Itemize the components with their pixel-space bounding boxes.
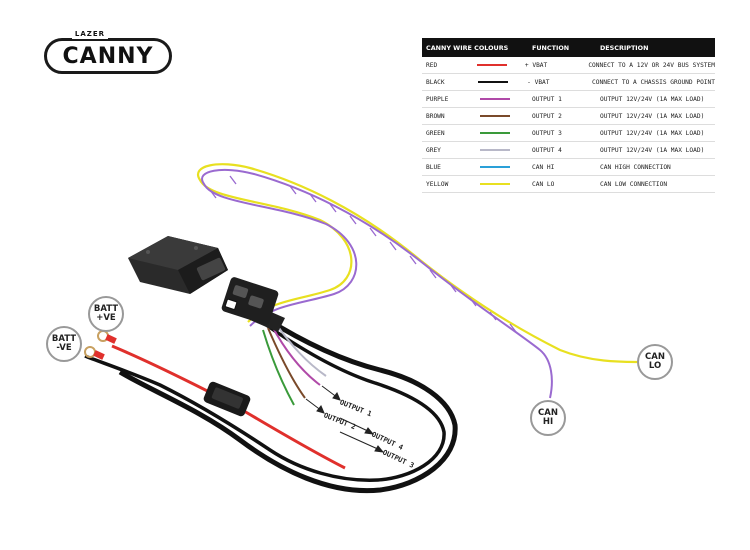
- colour-swatch: [477, 81, 508, 83]
- ring-terminal-positive: [97, 330, 117, 344]
- row-function: OUTPUT 4: [532, 146, 562, 154]
- table-row: GREY OUTPUT 4 OUTPUT 12V/24V (1A MAX LOAD): [422, 142, 715, 159]
- colour-swatch: [480, 149, 510, 151]
- callout-can-hi: CAN HI: [530, 400, 566, 436]
- callout-can-lo-line1: CAN: [645, 352, 665, 362]
- row-function: CAN LO: [532, 180, 555, 188]
- row-colour: BLUE: [426, 163, 441, 171]
- colour-swatch: [476, 64, 507, 66]
- table-row: RED + VBAT CONNECT TO A 12V OR 24V BUS SYS…: [422, 57, 715, 74]
- row-function: OUTPUT 2: [532, 112, 562, 120]
- can-hi-purple-wire: [201, 168, 553, 399]
- callout-batt-positive-line1: BATT: [93, 304, 119, 314]
- harness-connector: [221, 277, 279, 325]
- header-description: DESCRIPTION: [600, 43, 649, 52]
- table-row: BROWN OUTPUT 2 OUTPUT 12V/24V (1A MAX LOAD…: [422, 108, 715, 125]
- row-colour: BROWN: [426, 112, 445, 120]
- colour-swatch: [480, 98, 510, 100]
- table-row: BLUE CAN HI CAN HIGH CONNECTION: [422, 159, 715, 176]
- callout-batt-negative: BATT -VE: [46, 326, 82, 362]
- output3-green-wire: [262, 329, 295, 406]
- callout-batt-positive: BATT +VE: [88, 296, 124, 332]
- ring-terminal-negative: [84, 346, 105, 360]
- callout-can-lo: CAN LO: [637, 344, 673, 380]
- row-function: - VBAT: [527, 78, 550, 86]
- fuse-holder: [203, 381, 251, 417]
- colour-swatch: [480, 166, 510, 168]
- row-swatch-cell: [477, 183, 532, 185]
- black-main-cable: [118, 315, 458, 494]
- row-swatch-cell: [477, 115, 532, 117]
- row-colour: GREY: [426, 146, 441, 154]
- callout-batt-negative-line2: -VE: [56, 343, 72, 353]
- row-colour: YELLOW: [426, 180, 449, 188]
- table-header-row: CANNY WIRE COLOURS FUNCTION DESCRIPTION: [422, 38, 715, 57]
- output2-brown-wire: [267, 327, 306, 399]
- table-row: GREEN OUTPUT 3 OUTPUT 12V/24V (1A MAX LOAD…: [422, 125, 715, 142]
- row-colour: RED: [426, 61, 438, 69]
- wire-colour-table: CANNY WIRE COLOURS FUNCTION DESCRIPTION …: [422, 38, 715, 193]
- row-description: OUTPUT 12V/24V (1A MAX LOAD): [600, 112, 705, 120]
- row-description: CAN LOW CONNECTION: [600, 180, 668, 188]
- row-description: CAN HIGH CONNECTION: [600, 163, 671, 171]
- row-swatch-cell: [477, 166, 532, 168]
- table-row: PURPLE OUTPUT 1 OUTPUT 12V/24V (1A MAX LOA…: [422, 91, 715, 108]
- row-swatch-cell: [477, 98, 532, 100]
- table-row: BLACK - VBAT CONNECT TO A CHASSIS GROUND P…: [422, 74, 715, 91]
- canny-logo: CANNY: [44, 38, 172, 74]
- row-description: CONNECT TO A CHASSIS GROUND POINT: [592, 78, 715, 86]
- header-colours: CANNY WIRE COLOURS: [426, 43, 509, 52]
- logo-lazer-text: LAZER: [72, 29, 108, 39]
- table-row: YELLOW CAN LO CAN LOW CONNECTION: [422, 176, 715, 193]
- canny-module: [128, 236, 228, 294]
- callout-batt-positive-line2: +VE: [96, 313, 116, 323]
- header-function: FUNCTION: [532, 43, 570, 52]
- row-swatch-cell: [475, 81, 527, 83]
- row-swatch-cell: [474, 64, 525, 66]
- colour-swatch: [480, 132, 510, 134]
- row-function: + VBAT: [524, 61, 548, 69]
- row-description: CONNECT TO A 12V OR 24V BUS SYSTEM: [588, 61, 715, 69]
- black-ground-cable: [84, 320, 446, 482]
- row-colour: BLACK: [426, 78, 445, 86]
- row-colour: PURPLE: [426, 95, 449, 103]
- output-arrows: [305, 385, 385, 453]
- row-function: OUTPUT 1: [532, 95, 562, 103]
- colour-swatch: [480, 183, 510, 185]
- row-description: OUTPUT 12V/24V (1A MAX LOAD): [600, 129, 705, 137]
- row-swatch-cell: [477, 132, 532, 134]
- callout-batt-negative-line1: BATT: [51, 334, 77, 344]
- row-description: OUTPUT 12V/24V (1A MAX LOAD): [600, 95, 705, 103]
- colour-swatch: [480, 115, 510, 117]
- row-description: OUTPUT 12V/24V (1A MAX LOAD): [600, 146, 705, 154]
- row-swatch-cell: [477, 149, 532, 151]
- can-lo-yellow-wire: [197, 163, 641, 364]
- row-function: OUTPUT 3: [532, 129, 562, 137]
- row-function: CAN HI: [532, 163, 555, 171]
- twist-marks: [209, 175, 517, 333]
- output1-purple-wire: [271, 325, 321, 386]
- callout-can-lo-line2: LO: [648, 361, 662, 371]
- output4-grey-wire: [275, 323, 327, 377]
- callout-can-hi-line1: CAN: [538, 408, 558, 418]
- logo-brand-text: CANNY: [62, 44, 154, 69]
- table-body: RED + VBAT CONNECT TO A 12V OR 24V BUS SYS…: [422, 57, 715, 193]
- row-colour: GREEN: [426, 129, 445, 137]
- callout-can-hi-line2: HI: [542, 417, 554, 427]
